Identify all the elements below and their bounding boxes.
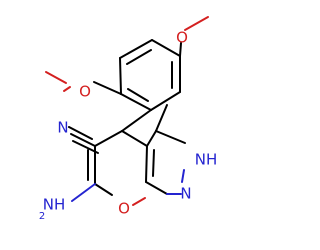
upper-benzene-ring (119, 39, 181, 111)
pyrazole-nitrogen-label: N (180, 185, 191, 203)
oxygen-label-left: O (79, 83, 91, 101)
pyran-oxygen-label: O (118, 200, 130, 218)
pyrazole-nh-label: NH (195, 151, 218, 169)
pyranopyrazole-core (87, 104, 186, 206)
amino-subscript: 2 (39, 211, 45, 222)
nitrile-nitrogen-label: N (57, 119, 68, 137)
chemical-structure: O O N NH 2 O N NH (39, 16, 218, 222)
oxygen-label-top: O (176, 29, 188, 47)
top-methoxy-group: O (176, 16, 209, 57)
amino-label: NH (43, 196, 66, 214)
left-methoxy-group: O (45, 71, 122, 101)
nitrile-group: N (57, 119, 99, 154)
amino-group: NH 2 (39, 183, 96, 222)
